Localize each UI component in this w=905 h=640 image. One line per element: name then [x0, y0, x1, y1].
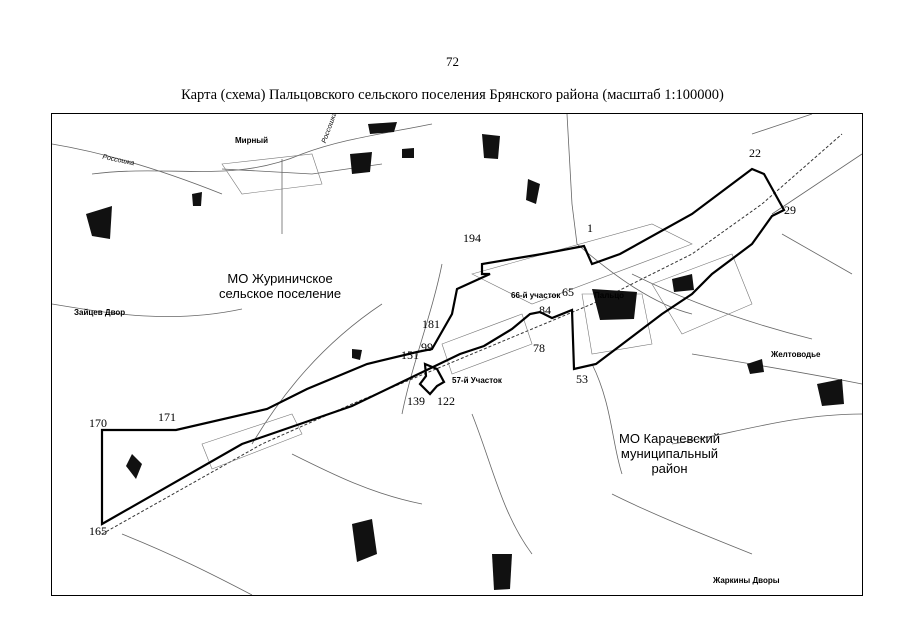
boundary-point-139: 139 — [407, 394, 425, 408]
boundary-point-194: 194 — [463, 231, 481, 245]
boundary-point-1: 1 — [587, 221, 593, 235]
place-zharkiny-dvory: Жаркины Дворы — [713, 576, 780, 585]
road-network — [52, 114, 862, 595]
boundary-point-181: 181 — [422, 317, 440, 331]
region-label-karachevsky: МО Карачевский муниципальный район — [619, 431, 721, 477]
place-mirny: Мирный — [235, 136, 269, 145]
boundary-point-53: 53 — [576, 372, 588, 386]
page-number: 72 — [446, 54, 459, 69]
forest-patches — [86, 122, 844, 590]
boundary-point-29: 29 — [784, 203, 796, 217]
region-zhurinichskoe-line1: МО Журиничское — [227, 271, 333, 286]
place-66-uchastok: 66-й участок — [511, 291, 561, 300]
place-zaitsev-dvor: Зайцев Двор — [74, 308, 126, 317]
region-karachevsky-line3: район — [651, 460, 688, 476]
boundary-point-78: 78 — [533, 341, 545, 355]
boundary-point-22: 22 — [749, 146, 761, 160]
boundary-point-122: 122 — [437, 394, 455, 408]
map-title: Карта (схема) Пальцовского сельского пос… — [181, 87, 724, 103]
boundary-point-151: 151 — [401, 348, 419, 362]
map-frame: МО Журиничское сельское поселение МО Кар… — [51, 113, 863, 596]
boundary-line — [100, 167, 786, 526]
boundary-point-165: 165 — [89, 524, 107, 538]
region-karachevsky-line2: муниципальный — [620, 445, 719, 461]
boundary-point-171: 171 — [158, 410, 176, 424]
place-paltso: Пальцо — [594, 291, 625, 300]
settlement-blocks — [201, 153, 753, 470]
place-zheltovodye: Желтоводье — [771, 350, 821, 359]
region-zhurinichskoe-line2: сельское поселение — [219, 285, 342, 301]
map-canvas — [52, 114, 862, 595]
boundary-point-170: 170 — [89, 416, 107, 430]
boundary-point-99: 99 — [421, 340, 433, 354]
place-57-uchastok: 57-й Участок — [452, 376, 502, 385]
railway — [101, 133, 843, 535]
region-label-zhurinichskoe: МО Журиничское сельское поселение — [219, 271, 342, 302]
region-karachevsky-line1: МО Карачевский — [619, 431, 721, 446]
boundary-point-84: 84 — [539, 303, 551, 317]
boundary-point-65: 65 — [562, 285, 574, 299]
